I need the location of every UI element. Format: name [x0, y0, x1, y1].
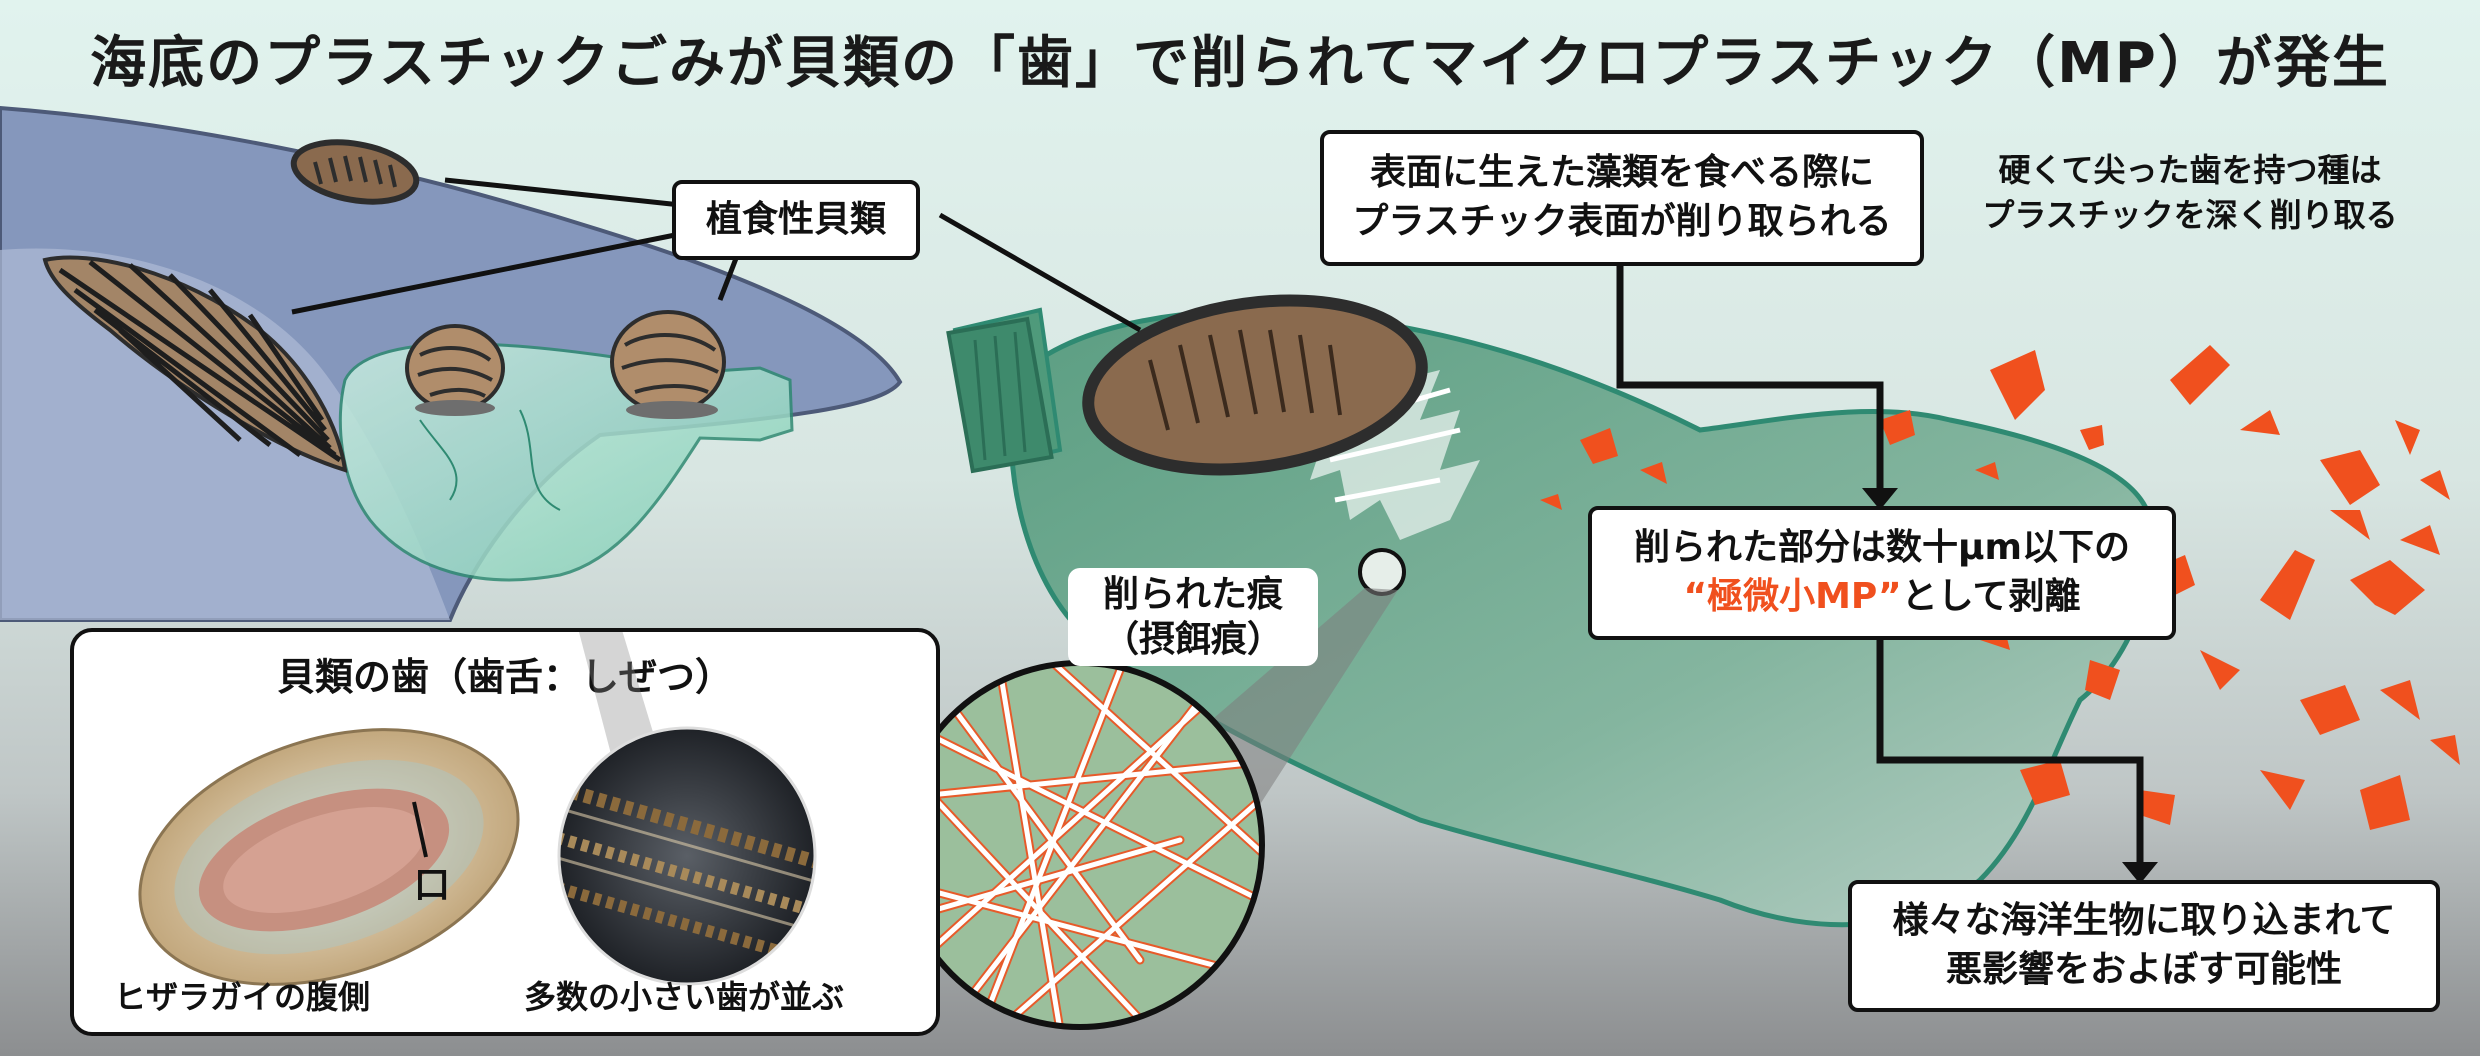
- leader-lines: [291, 177, 1142, 333]
- magnifier-point: [1358, 548, 1406, 596]
- magnifier-cone: [1200, 588, 1398, 820]
- step2-line1: 削られた部分は数十µm以下の: [1633, 527, 2130, 569]
- step1-box: 表面に生えた藻類を食べる際に プラスチック表面が削り取られる: [1320, 130, 1924, 266]
- shell-limpet: [42, 255, 348, 473]
- step2-box: 削られた部分は数十µm以下の “極微小MP”として剥離: [1588, 506, 2176, 640]
- mp-fragments: [1540, 345, 2460, 830]
- note-line2: プラスチックを深く削り取る: [1982, 195, 2398, 234]
- shell-chiton-large: [1082, 294, 1428, 476]
- shell-chiton-small: [290, 139, 420, 205]
- inset-illustration: [138, 632, 817, 986]
- step1-line1: 表面に生えた藻類を食べる際に: [1369, 152, 1874, 194]
- shell-snail-1: [405, 324, 505, 416]
- step1-line2: プラスチック表面が削り取られる: [1352, 201, 1892, 242]
- step2-suffix: として剥離: [1901, 576, 2081, 617]
- scar-label: 削られた痕 （摂餌痕）: [1068, 568, 1318, 666]
- note-line1: 硬くて尖った歯を持つ種は: [1998, 151, 2382, 189]
- step2-line2: “極微小MP”として剥離: [1683, 573, 2080, 622]
- page-title: 海底のプラスチックごみが貝類の「歯」で削られてマイクロプラスチック（MP）が発生: [90, 31, 2390, 96]
- inset-title: 貝類の歯（歯舌：しぜつ）: [276, 655, 733, 699]
- inset-radula: 貝類の歯（歯舌：しぜつ） 口 ヒザラガイの腹側 多数の小さい歯が並ぶ: [70, 628, 940, 1036]
- note-sharp-teeth: 硬くて尖った歯を持つ種は プラスチックを深く削り取る: [1960, 148, 2420, 238]
- step3-line1: 様々な海洋生物に取り込まれて: [1892, 900, 2396, 942]
- caption-left: ヒザラガイの腹側: [114, 978, 371, 1016]
- arrowhead-1: [1862, 488, 1898, 510]
- chiton-ventral: [138, 728, 520, 986]
- flow-arrows: [1616, 262, 2144, 865]
- step3-box: 様々な海洋生物に取り込まれて 悪影響をおよぼす可能性: [1848, 880, 2440, 1012]
- step2-accent: “極微小MP”: [1683, 576, 1902, 617]
- step3-line2: 悪影響をおよぼす可能性: [1945, 949, 2342, 990]
- label-herbivore: 植食性貝類: [672, 180, 920, 260]
- caption-right: 多数の小さい歯が並ぶ: [524, 978, 845, 1016]
- radula-magnified: [557, 726, 817, 986]
- shell-snail-2: [610, 310, 726, 419]
- scar-line2: （摂餌痕）: [1102, 619, 1283, 660]
- mouth-label: 口: [414, 865, 451, 906]
- label-herbivore-text: 植食性貝類: [705, 198, 886, 240]
- arrowhead-2: [2122, 862, 2158, 884]
- scar-line1: 削られた痕: [1102, 574, 1283, 615]
